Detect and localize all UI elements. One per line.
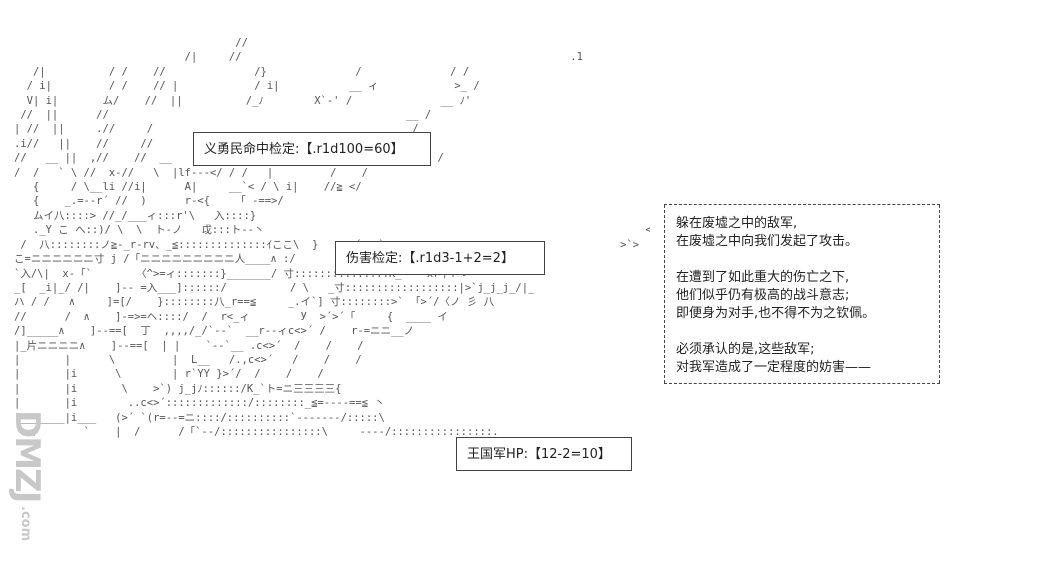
watermark-logo-text: DMZJ bbox=[7, 410, 47, 502]
narration-line: 必须承认的是,这些敌军; bbox=[676, 342, 815, 357]
narration-line: 在遭到了如此重大的伤亡之下, bbox=[676, 270, 850, 285]
ascii-art-right-spikes: r-- `` ,-, ィ / ･ < >´`´`~` < >.< >`> bbox=[620, 224, 650, 251]
watermark-logo: DMZJ .com bbox=[7, 410, 47, 558]
narration-line: 对我军造成了一定程度的妨害—— bbox=[676, 360, 872, 375]
damage-check-text: 伤害检定:【.r1d3-1+2=2】 bbox=[346, 251, 514, 266]
narration-lines: 躲在废墟之中的敌军, 在废墟之中向我们发起了攻击。 在遭到了如此重大的伤亡之下,… bbox=[664, 205, 940, 377]
watermark-domain-text: .com bbox=[18, 506, 33, 542]
narration-line bbox=[676, 251, 940, 269]
narration-line bbox=[676, 323, 940, 341]
royal-hp-box: 王国军HP:【12-2=10】 bbox=[456, 437, 632, 471]
damage-check-box: 伤害检定:【.r1d3-1+2=2】 bbox=[335, 241, 545, 275]
narration-line: 在废墟之中向我们发起了攻击。 bbox=[676, 234, 859, 249]
narration-line: 躲在废墟之中的敌军, bbox=[676, 216, 798, 231]
justice-check-text: 义勇民命中检定:【.r1d100=60】 bbox=[204, 142, 404, 157]
royal-hp-text: 王国军HP:【12-2=10】 bbox=[467, 447, 611, 462]
narration-line: 即便身为对手,也不得不为之钦佩。 bbox=[676, 306, 876, 321]
narration-box: 躲在废墟之中的敌军, 在废墟之中向我们发起了攻击。 在遭到了如此重大的伤亡之下,… bbox=[664, 204, 940, 384]
narration-line: 他们似乎仍有极高的战斗意志; bbox=[676, 288, 850, 303]
ascii-art-scene: // /| // .1 /| / / // /} / / / / i| / / … bbox=[14, 37, 583, 438]
justice-check-box: 义勇民命中检定:【.r1d100=60】 bbox=[193, 132, 431, 166]
